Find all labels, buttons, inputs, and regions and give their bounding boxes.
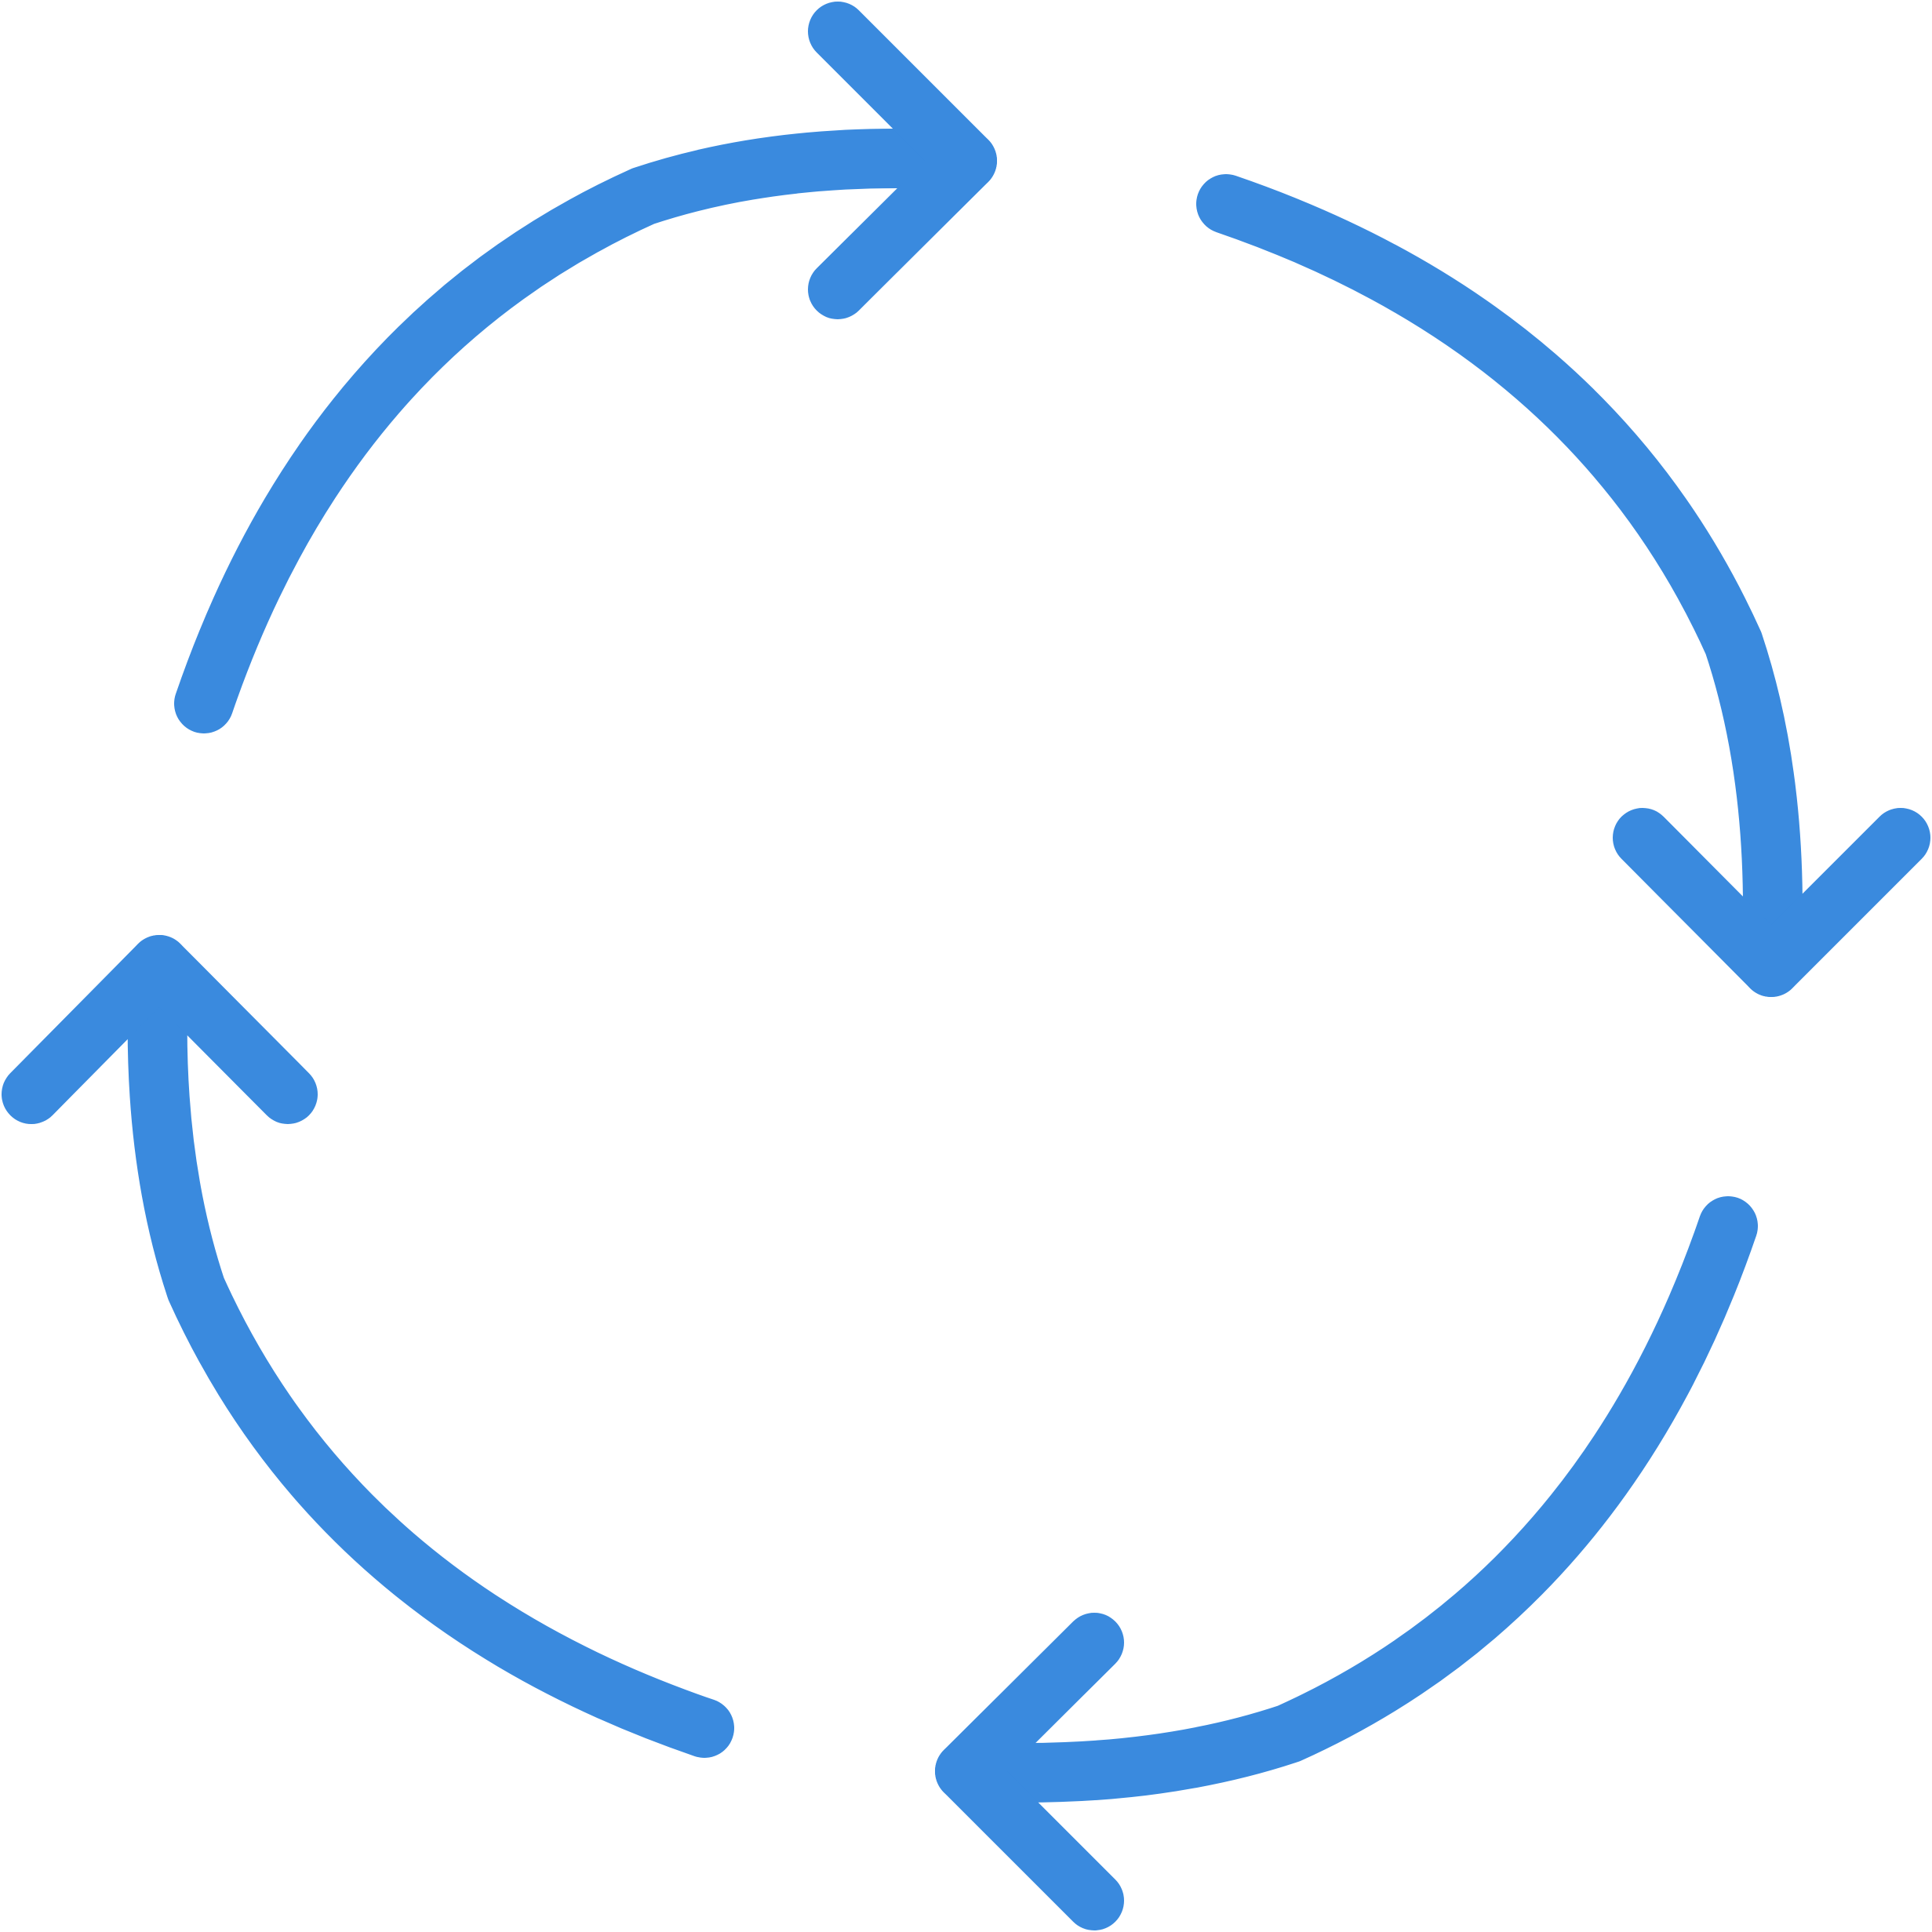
arrow-right-icon	[1196, 174, 1930, 997]
arrow-left-arc	[127, 935, 734, 1758]
arrow-left-icon	[2, 935, 734, 1758]
arrow-top-head	[808, 2, 997, 319]
arrow-top-icon	[174, 2, 997, 733]
arrow-bottom-icon	[935, 1196, 1758, 1930]
arrow-top-arc	[174, 129, 997, 733]
arrow-right-head	[1613, 808, 1930, 997]
arrow-left-head	[2, 935, 318, 1124]
arrow-bottom-head	[935, 1613, 1124, 1930]
arrow-bottom-arc	[935, 1196, 1758, 1803]
arrow-right-arc	[1196, 174, 1803, 997]
